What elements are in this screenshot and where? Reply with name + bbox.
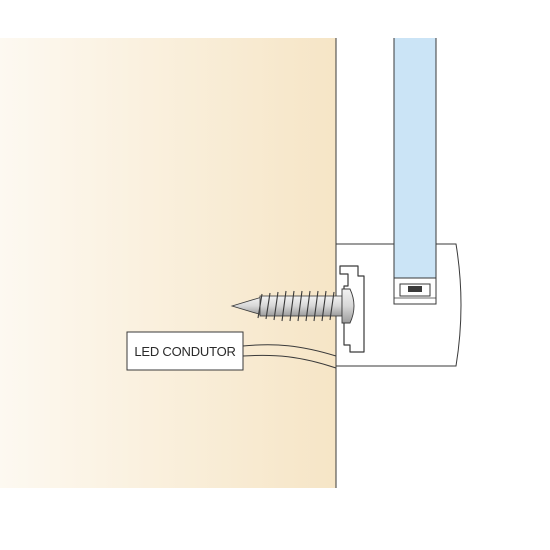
wall (0, 38, 336, 488)
light-panel (394, 38, 436, 278)
callout-box (126, 331, 244, 371)
screw-icon (230, 288, 355, 324)
led-cable (242, 344, 337, 369)
callout-label: LED CONDUTOR (134, 344, 235, 359)
led-strip-icon (393, 277, 437, 305)
